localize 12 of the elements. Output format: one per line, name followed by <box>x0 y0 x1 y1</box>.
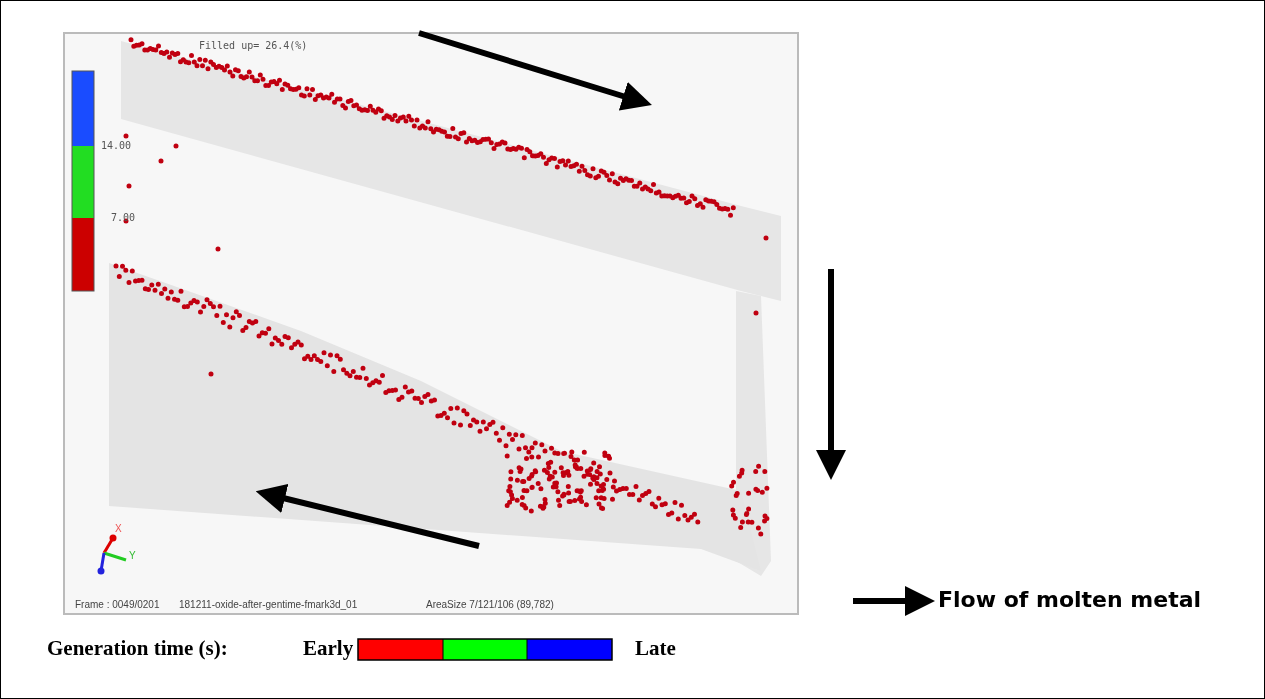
scale-value: 7.00 <box>111 213 136 223</box>
axis-label: X <box>115 524 122 534</box>
axis-label: Y <box>129 551 136 561</box>
filled-percentage-text: Filled up= 26.4(%) <box>199 41 308 51</box>
scale-title: Generation time (s): <box>47 638 228 659</box>
area-size-text: AreaSize 7/121/106 (89,782) <box>426 600 554 610</box>
scale-end-label: Late <box>635 638 676 659</box>
legend-text: Flow of molten metal <box>938 589 1202 611</box>
file-name-text: 181211-oxide-after-gentime-fmark3d_01 <box>179 600 358 610</box>
scale-end-label: Early <box>303 638 354 659</box>
scale-value: 14.00 <box>101 141 132 151</box>
frame-text: Frame : 0049/0201 <box>75 600 160 610</box>
